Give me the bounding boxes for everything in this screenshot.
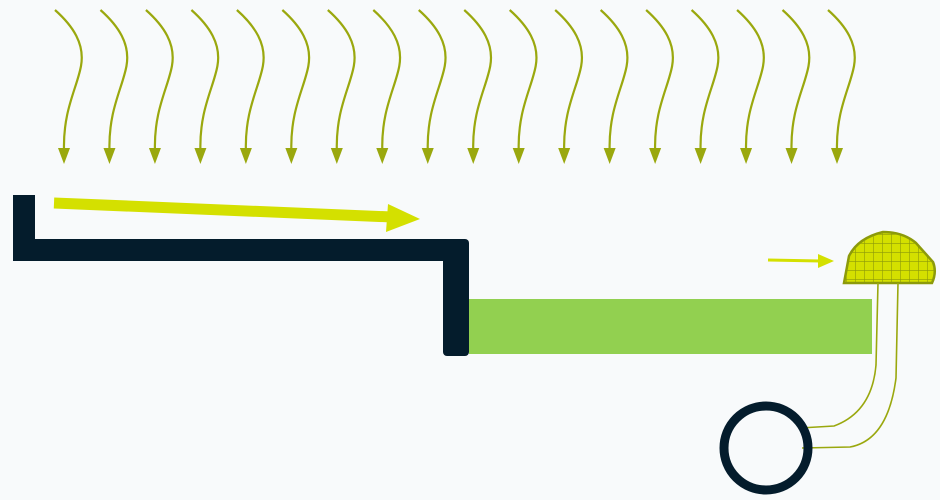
wavy-down-arrow-icon — [828, 10, 855, 164]
wavy-down-arrow-icon — [373, 10, 400, 164]
wavy-down-arrow-icon — [737, 10, 764, 164]
wavy-down-arrow-icon — [601, 10, 628, 164]
wavy-down-arrow-icon — [55, 10, 82, 164]
wavy-down-arrow-icon — [419, 10, 446, 164]
wavy-down-arrow-icon — [510, 10, 537, 164]
wavy-down-arrow-icon — [328, 10, 355, 164]
vessel-upper-floor — [13, 239, 463, 261]
ring-icon — [724, 406, 808, 490]
flow-arrow-icon — [54, 203, 420, 232]
liquid-band — [469, 299, 872, 354]
rain-arrows — [55, 10, 855, 164]
wavy-down-arrow-icon — [237, 10, 264, 164]
wavy-down-arrow-icon — [282, 10, 309, 164]
wavy-down-arrow-icon — [783, 10, 810, 164]
wavy-down-arrow-icon — [555, 10, 582, 164]
wavy-down-arrow-icon — [692, 10, 719, 164]
wavy-down-arrow-icon — [191, 10, 218, 164]
wavy-down-arrow-icon — [146, 10, 173, 164]
wavy-down-arrow-icon — [464, 10, 491, 164]
wavy-down-arrow-icon — [646, 10, 673, 164]
wavy-down-arrow-icon — [100, 10, 127, 164]
vessel-step-wall — [443, 239, 469, 356]
small-arrow-icon — [768, 254, 834, 268]
filter-icon — [844, 232, 935, 283]
